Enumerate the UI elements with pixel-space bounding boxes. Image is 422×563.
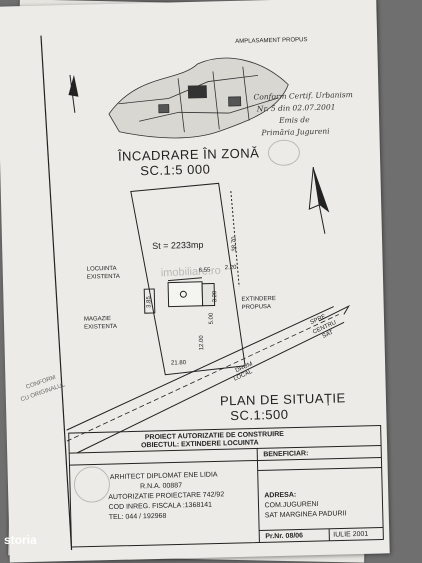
existing-house-label-1: LOCUINTA	[86, 265, 117, 273]
handwritten-note-2: Nr. 5 din 02.07.2001	[256, 102, 336, 114]
storage-label-1: MAGAZIE	[83, 316, 112, 323]
buildings	[143, 277, 216, 314]
dim-8: 38.70	[231, 236, 238, 252]
address-line-1: COM.JUGURENI	[264, 500, 319, 510]
extension-label-2: PROPUSA	[241, 304, 272, 311]
site-plan-title: PLAN DE SITUAȚIE	[219, 390, 346, 409]
handwritten-note-4: Primăria Jugureni	[261, 126, 330, 138]
dim-4: 5.00	[208, 312, 215, 325]
beneficiary-label: BENEFICIAR:	[263, 450, 309, 459]
title-block	[68, 424, 384, 548]
plan-drawing	[40, 35, 384, 551]
plan-sheet: AMPLASAMENT PROPUS ÎNCADRARE ÎN ZONĂ SC.…	[0, 0, 390, 563]
north-arrow-small	[68, 74, 79, 113]
rna: R.N.A. 00887	[139, 482, 183, 491]
site-plan-scale: SC.1:500	[230, 406, 289, 424]
road	[66, 305, 350, 454]
existing-house-label-2: EXISTENTA	[86, 273, 120, 281]
lot-area: St = 2233mp	[152, 239, 204, 251]
location-scale: SC.1:5 000	[140, 161, 211, 179]
storage-label-2: EXISTENTA	[84, 323, 118, 331]
lot-outline	[130, 182, 246, 376]
dim-2: 2.20	[224, 264, 237, 272]
location-map	[108, 57, 289, 139]
north-arrow-large	[308, 166, 330, 234]
watermark: imobiliare.ro	[160, 264, 221, 280]
phone: TEL: 044 / 192968	[108, 512, 167, 522]
handwritten-note-3: Emis de	[279, 115, 310, 125]
dim-7: 3.20	[212, 290, 219, 303]
project-date: IULIE 2001	[333, 530, 369, 539]
storia-logo: storia	[4, 533, 37, 547]
project-number: Pr.Nr. 08/06	[265, 532, 304, 541]
dim-5: 12.00	[198, 335, 206, 351]
dim-3: 21.80	[170, 360, 187, 367]
address-label: ADRESA:	[264, 491, 297, 500]
extension-label-1: EXTINDERE	[241, 295, 276, 303]
dim-6: 3.85	[146, 296, 153, 308]
